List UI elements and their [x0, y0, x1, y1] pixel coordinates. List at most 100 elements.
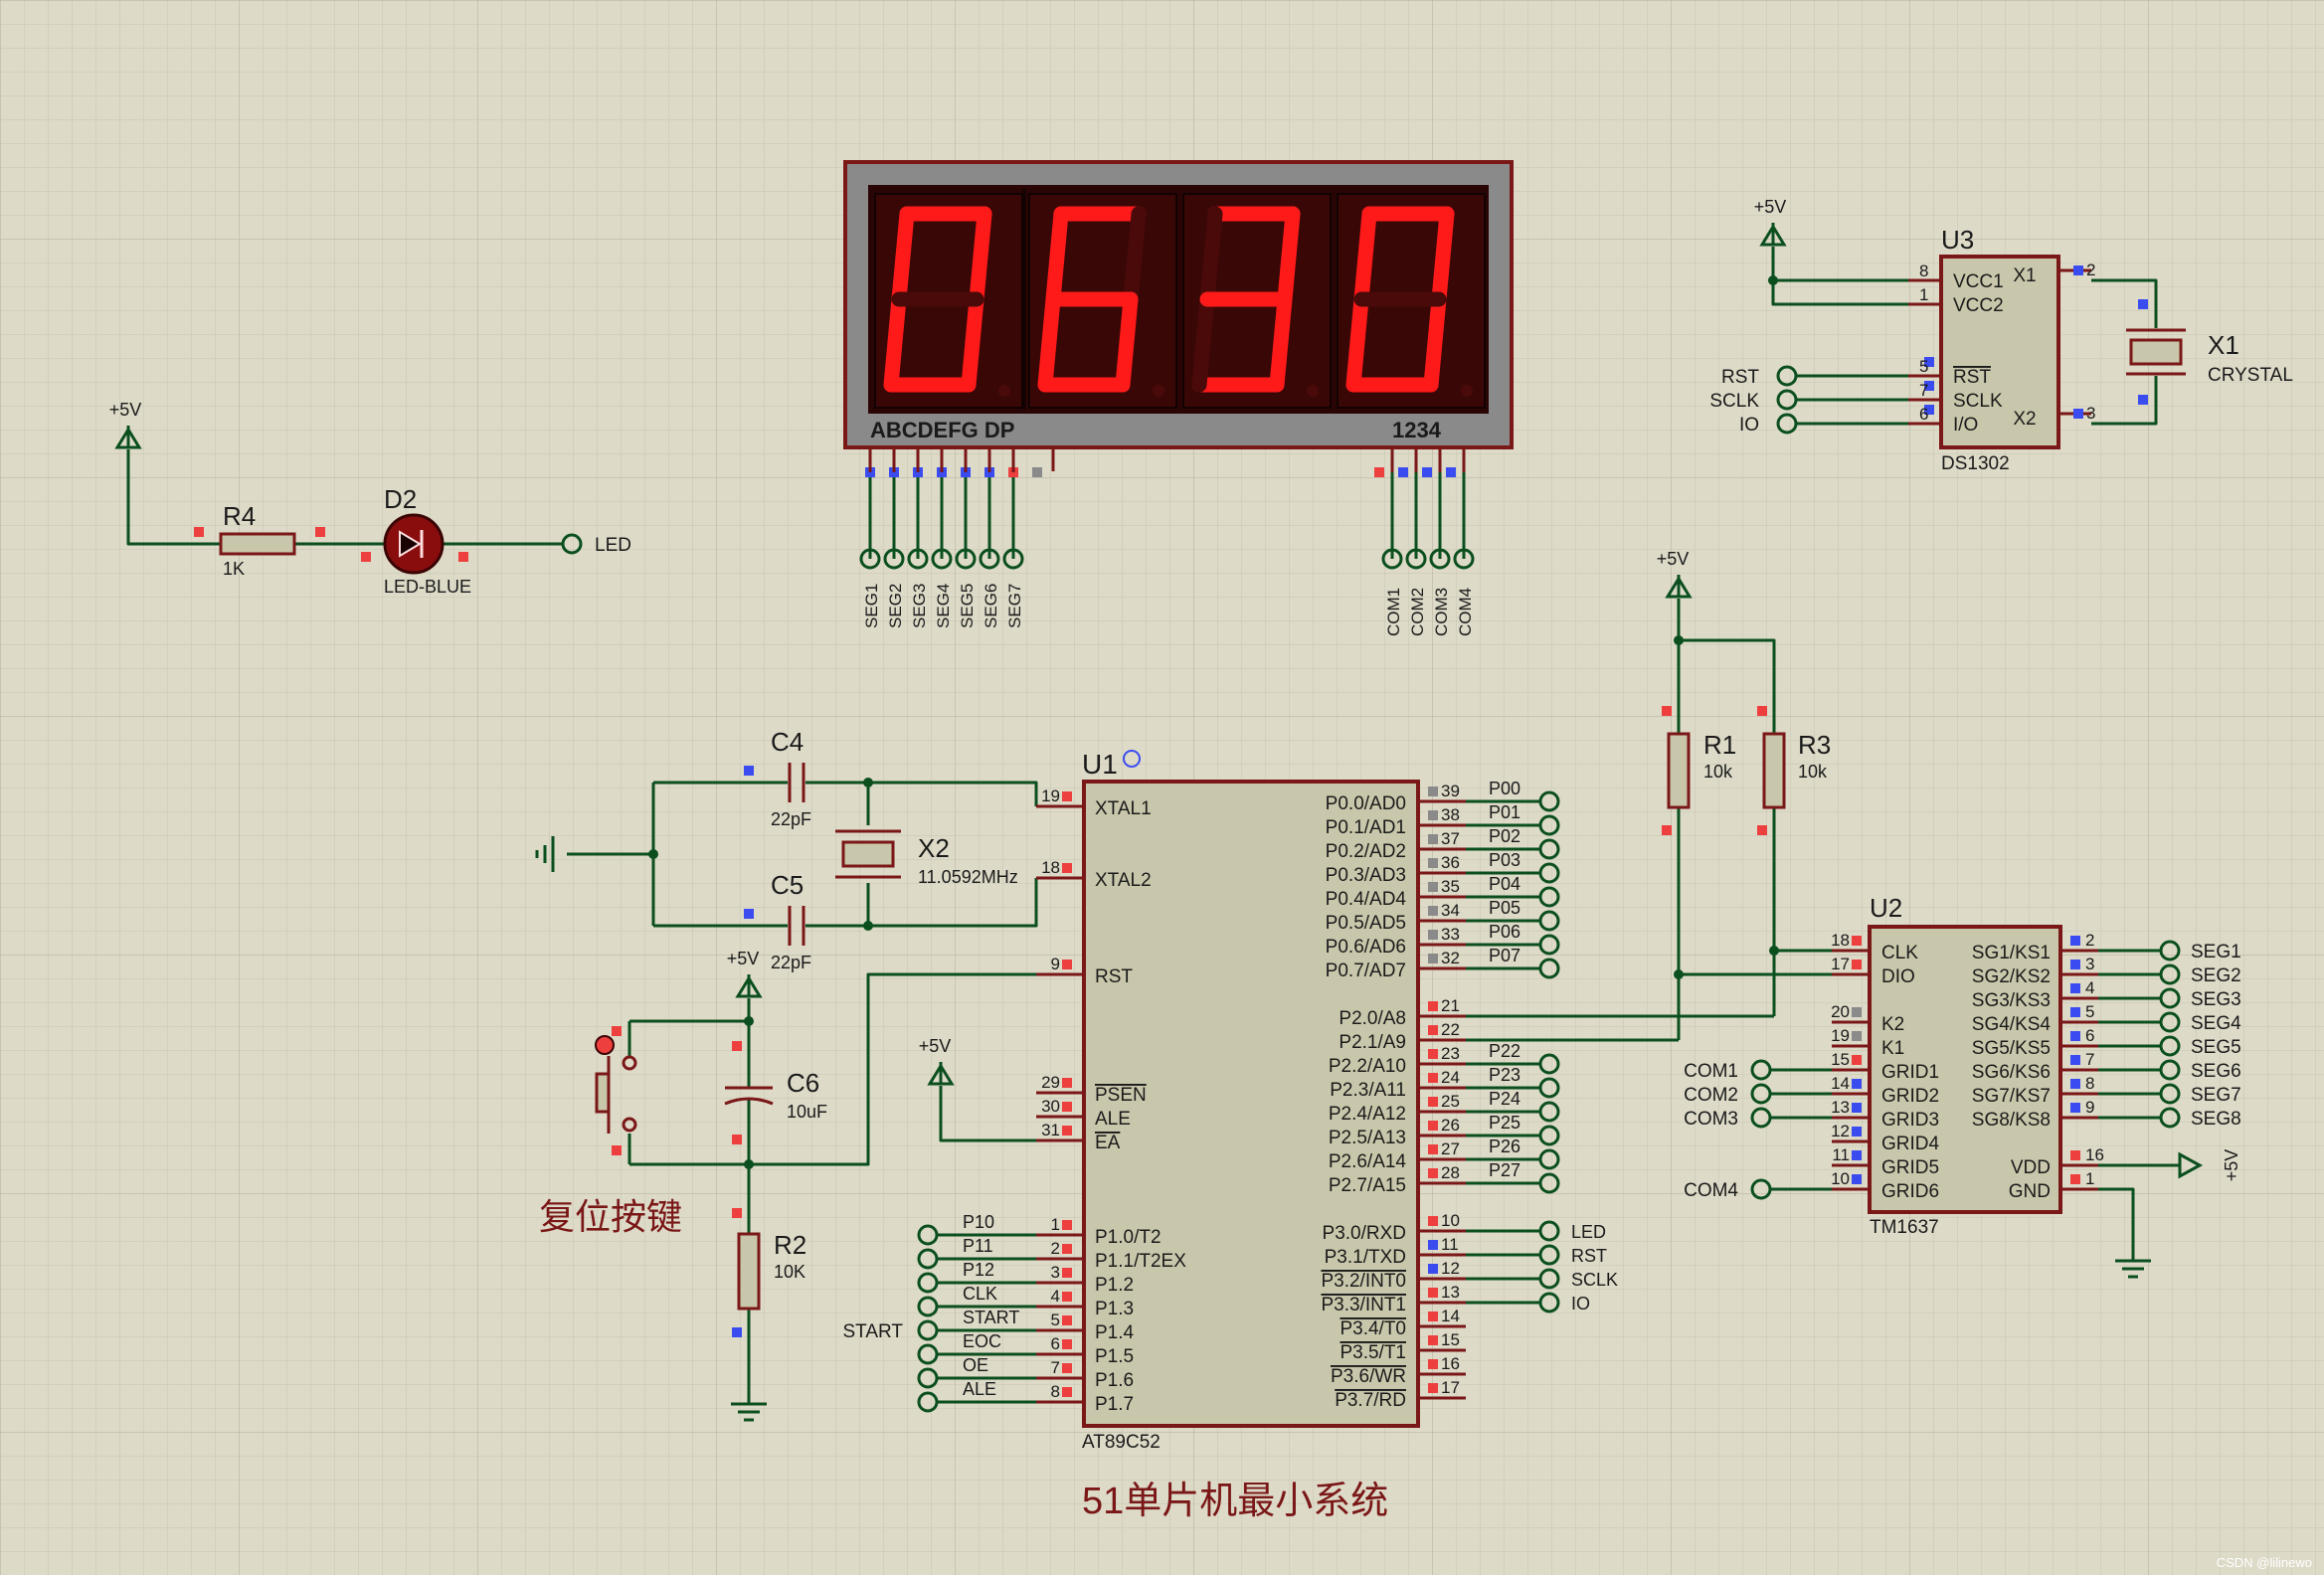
- pin-state-marker: [732, 1208, 742, 1218]
- resistor-value: 10k: [1703, 762, 1733, 782]
- u1-pin-name: P0.5/AD5: [1326, 913, 1406, 934]
- u1-pin-num: 17: [1441, 1378, 1460, 1397]
- seg-net-label: SEG6: [982, 584, 1000, 628]
- pin-state-marker: [1852, 936, 1862, 946]
- u2-pin-name: SG5/KS5: [1972, 1038, 2051, 1059]
- u1-pin-name: P0.6/AD6: [1326, 937, 1406, 958]
- led-net-label: LED: [595, 535, 631, 556]
- net-terminal: [917, 1391, 939, 1413]
- x1-ref: X1: [2208, 330, 2239, 360]
- pin-state-marker: [1662, 825, 1672, 835]
- p1-net-label: P12: [963, 1260, 994, 1280]
- segment-b: [1431, 206, 1455, 307]
- pin-state-marker: [2070, 983, 2080, 993]
- com-net-label: COM4: [1456, 588, 1475, 636]
- x1-body: [2129, 338, 2183, 366]
- u1-pin-num: 10: [1441, 1211, 1460, 1230]
- pin-state-marker: [2070, 1174, 2080, 1184]
- net-terminal: [1538, 838, 1560, 860]
- u1-pin-num: 18: [1041, 858, 1060, 877]
- u1-pin-name: P1.7: [1095, 1394, 1134, 1415]
- pin-state-marker: [732, 1135, 742, 1144]
- u2-pin-name: GRID2: [1881, 1086, 1939, 1107]
- u2-pin-name: SG2/KS2: [1972, 966, 2051, 987]
- pin-state-marker: [1062, 1268, 1072, 1278]
- seg-net-label: SEG1: [862, 584, 881, 628]
- net-terminal: [1538, 1220, 1560, 1242]
- u2-pin-name: GRID1: [1881, 1062, 1939, 1083]
- pin-state-marker: [1428, 1335, 1438, 1345]
- u1-pin-num: 19: [1041, 787, 1060, 805]
- u3-pin-name: RST: [1953, 367, 1991, 388]
- u1-pin-num: 33: [1441, 925, 1460, 944]
- u1-pin-num: 34: [1441, 901, 1460, 920]
- pin-state-marker: [1428, 810, 1438, 820]
- pin-state-marker: [1032, 467, 1042, 477]
- resistor-body: [1667, 732, 1691, 809]
- pin-state-marker: [1428, 1168, 1438, 1178]
- u1-pin-num: 13: [1441, 1283, 1460, 1302]
- net-terminal: [1776, 413, 1798, 435]
- watermark: CSDN @lilinewo: [2217, 1555, 2312, 1570]
- junction-dot: [863, 921, 873, 931]
- u3-pin-name: X1: [2013, 265, 2036, 286]
- net-terminal: [1538, 1244, 1560, 1266]
- u2-pin-name: DIO: [1881, 966, 1915, 987]
- u2-pin-num: 17: [1831, 955, 1850, 973]
- p1-net-label: ALE: [963, 1379, 996, 1399]
- port-net-label: P01: [1489, 802, 1520, 822]
- pin-state-marker: [1924, 381, 1934, 391]
- port-net-label: P06: [1489, 922, 1520, 942]
- u1-pin-num: 12: [1441, 1259, 1460, 1278]
- power-arrow: [2178, 1151, 2204, 1179]
- u2-net-label: COM1: [1684, 1061, 1738, 1082]
- u1-pin-name: P1.0/T2: [1095, 1227, 1162, 1248]
- pin-state-marker: [1428, 1001, 1438, 1011]
- net-terminal: [917, 1248, 939, 1270]
- pin-state-marker: [1062, 960, 1072, 969]
- pin-state-marker: [1852, 1079, 1862, 1089]
- port-net-label: P07: [1489, 946, 1520, 965]
- u2-net-label: SEG6: [2191, 1061, 2241, 1082]
- u1-pin-num: 39: [1441, 782, 1460, 800]
- power-label: +5V: [1754, 197, 1787, 217]
- u2-pin-num: 6: [2085, 1026, 2094, 1045]
- u2-net-label: SEG1: [2191, 942, 2241, 962]
- u2-pin-name: K2: [1881, 1014, 1904, 1035]
- net-terminal: [1750, 1083, 1772, 1105]
- u1-pin-name: P0.2/AD2: [1326, 841, 1406, 862]
- u1-pin-name: XTAL2: [1095, 870, 1152, 891]
- pin-state-marker: [1852, 1150, 1862, 1160]
- net-terminal: [1538, 1125, 1560, 1146]
- u1-pin-num: 30: [1041, 1097, 1060, 1116]
- u3-pin-name: VCC1: [1953, 271, 2004, 292]
- reset-caption: 复位按键: [539, 1196, 682, 1237]
- net-terminal: [1453, 548, 1475, 570]
- u2-pin-name: SG3/KS3: [1972, 990, 2051, 1011]
- port-net-label: P03: [1489, 850, 1520, 870]
- x2-value: 11.0592MHz: [918, 867, 1018, 887]
- u2-net-label: SEG7: [2191, 1085, 2241, 1106]
- pin-state-marker: [1428, 930, 1438, 940]
- pin-state-marker: [1428, 1097, 1438, 1107]
- net-terminal: [917, 1367, 939, 1389]
- wire: [2098, 1187, 2135, 1261]
- pin-state-marker: [1062, 1339, 1072, 1349]
- net-terminal: [1538, 886, 1560, 908]
- net-terminal: [1750, 1059, 1772, 1081]
- u2-pin-num: 10: [1831, 1169, 1850, 1188]
- power-arrow: [735, 975, 763, 998]
- u3-body: [1939, 255, 2060, 449]
- u1-pin-name: P3.1/TXD: [1325, 1247, 1406, 1268]
- u3-ref: U3: [1941, 225, 1974, 255]
- junction-dot: [863, 778, 873, 788]
- u1-pin-num: 37: [1441, 829, 1460, 848]
- segment-b: [1123, 206, 1147, 307]
- net-terminal: [955, 548, 977, 570]
- resistor-ref: R1: [1703, 730, 1736, 760]
- c4-ref: C4: [771, 727, 804, 757]
- u2-part: TM1637: [1870, 1217, 1939, 1238]
- u2-ref: U2: [1870, 893, 1902, 923]
- net-terminal: [2159, 987, 2181, 1009]
